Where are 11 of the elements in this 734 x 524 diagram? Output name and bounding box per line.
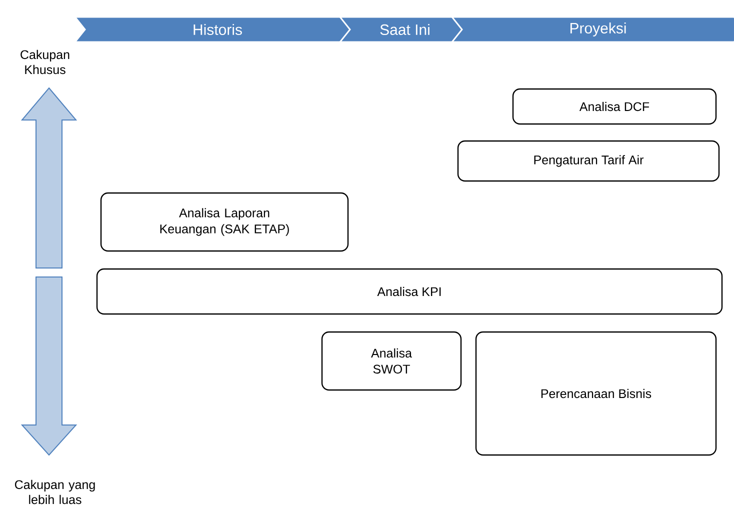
axis-label: Cakupan yang lebih luas [14, 480, 95, 504]
process-box: Analisa KPI [96, 268, 723, 315]
timeline-segment: Historis [73, 16, 361, 43]
axis-label: Cakupan Khusus [20, 50, 70, 74]
process-box: Pengaturan Tarif Air [457, 140, 720, 182]
process-box: Analisa DCF [512, 88, 717, 125]
node-label: Proyeksi [570, 22, 626, 36]
process-box: Analisa Laporan Keuangan (SAK ETAP) [100, 192, 349, 252]
timeline-segment: Proyeksi [450, 16, 734, 43]
process-box: Perencanaan Bisnis [475, 331, 717, 456]
process-box: Analisa SWOT [321, 331, 462, 391]
